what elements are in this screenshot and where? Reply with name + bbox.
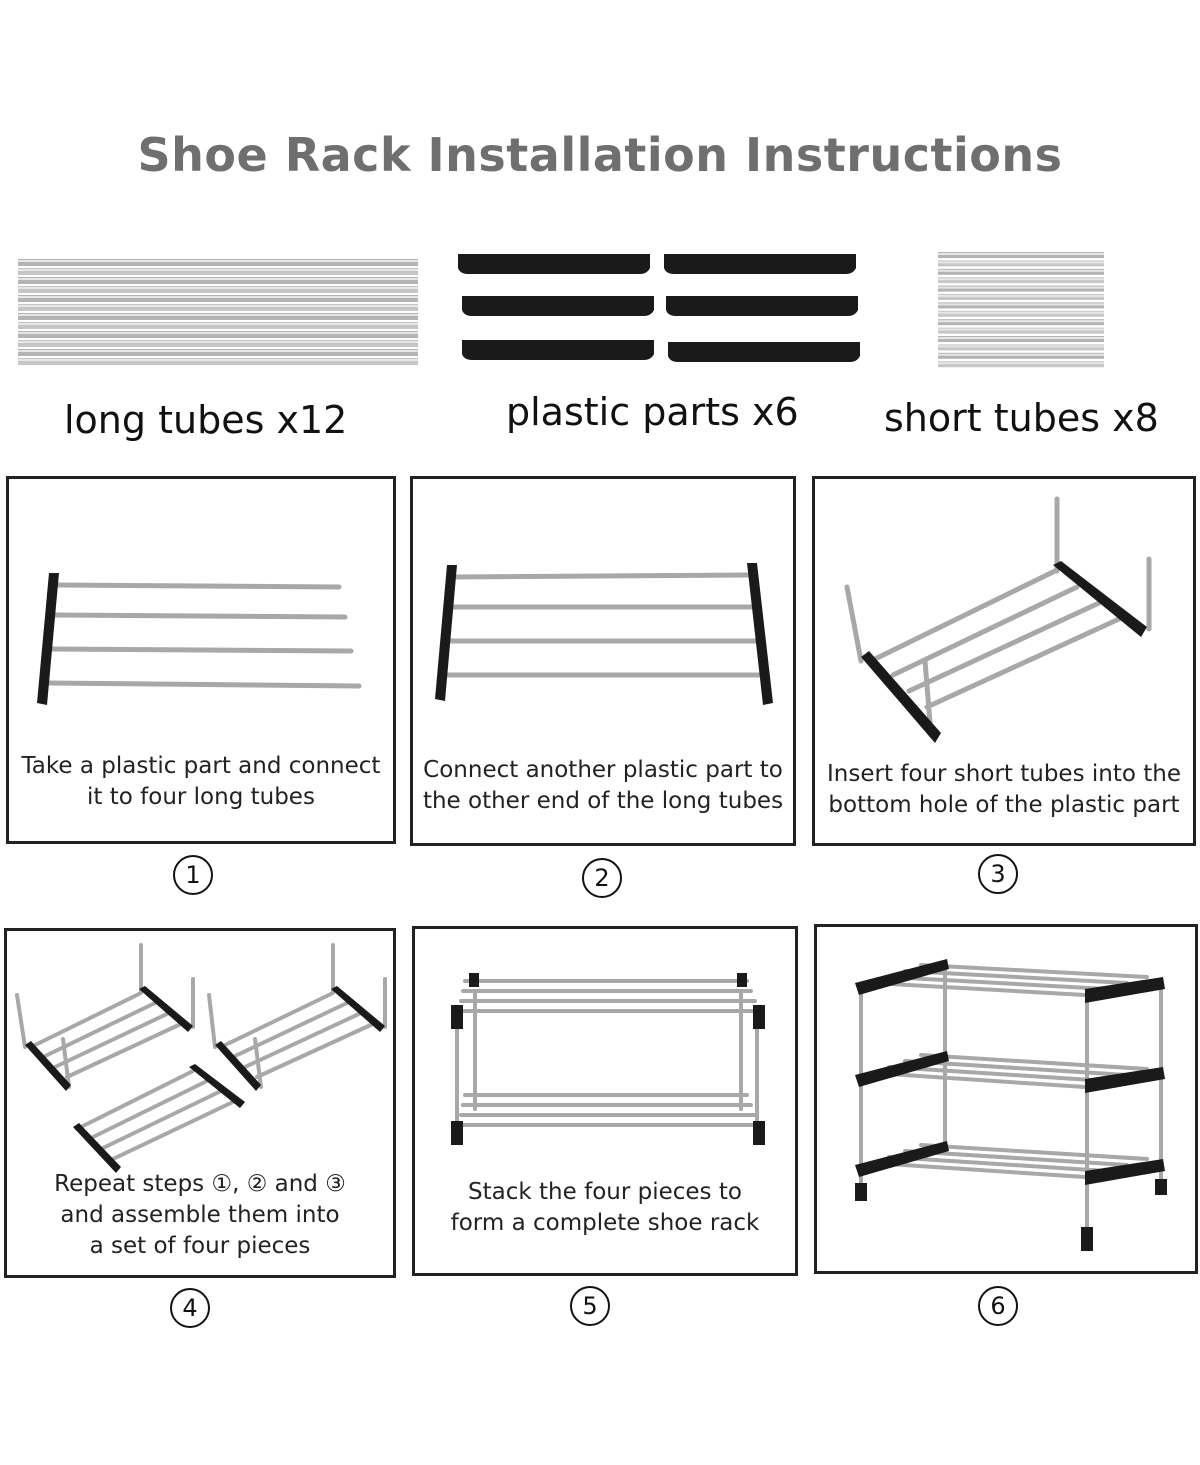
step-2-number: 2 [582, 858, 622, 898]
step-5-caption-line2: form a complete shoe rack [450, 1210, 760, 1236]
short-tubes-label: short tubes x8 [884, 396, 1159, 440]
step-1-caption-line1: Take a plastic part and connect [21, 753, 381, 779]
step-6-number: 6 [978, 1286, 1018, 1326]
step-5-number: 5 [570, 1286, 610, 1326]
page-title: Shoe Rack Installation Instructions [137, 128, 1063, 182]
step-4-number: 4 [170, 1288, 210, 1328]
step-4-caption-line3: a set of four pieces [89, 1233, 311, 1259]
step-3-caption-line2: bottom hole of the plastic part [828, 792, 1180, 818]
step-4-caption-line1: Repeat steps ①, ② and ③ [54, 1171, 346, 1197]
short-tubes-icon [938, 252, 1104, 368]
step-3-illustration [844, 496, 1152, 743]
step-5-caption-line1: Stack the four pieces to [468, 1179, 742, 1205]
plastic-parts-icon [458, 254, 860, 362]
step-1-panel: Take a plastic part and connect it to fo… [6, 476, 396, 844]
long-tubes-icon [18, 259, 418, 365]
step-3-number: 3 [978, 854, 1018, 894]
step-1-caption-line2: it to four long tubes [87, 784, 315, 810]
step-1-number: 1 [173, 855, 213, 895]
step-2-caption-line1: Connect another plastic part to [423, 757, 783, 783]
step-6-panel [814, 924, 1198, 1274]
step-2-illustration [435, 563, 773, 705]
step-5-illustration [451, 973, 765, 1145]
step-2-panel: Connect another plastic part to the othe… [410, 476, 796, 846]
step-4-illustration [15, 943, 387, 1173]
step-3-caption-line1: Insert four short tubes into the [827, 761, 1181, 787]
plastic-parts-label: plastic parts x6 [506, 390, 799, 434]
long-tubes-label: long tubes x12 [64, 398, 348, 442]
step-5-panel: Stack the four pieces to form a complete… [412, 926, 798, 1276]
step-2-caption-line2: the other end of the long tubes [422, 788, 784, 814]
step-3-panel: Insert four short tubes into the bottom … [812, 476, 1196, 846]
step-6-illustration [855, 959, 1167, 1251]
step-4-caption-line2: and assemble them into [60, 1202, 340, 1228]
step-1-illustration [37, 573, 362, 705]
step-4-panel: Repeat steps ①, ② and ③ and assemble the… [4, 928, 396, 1278]
